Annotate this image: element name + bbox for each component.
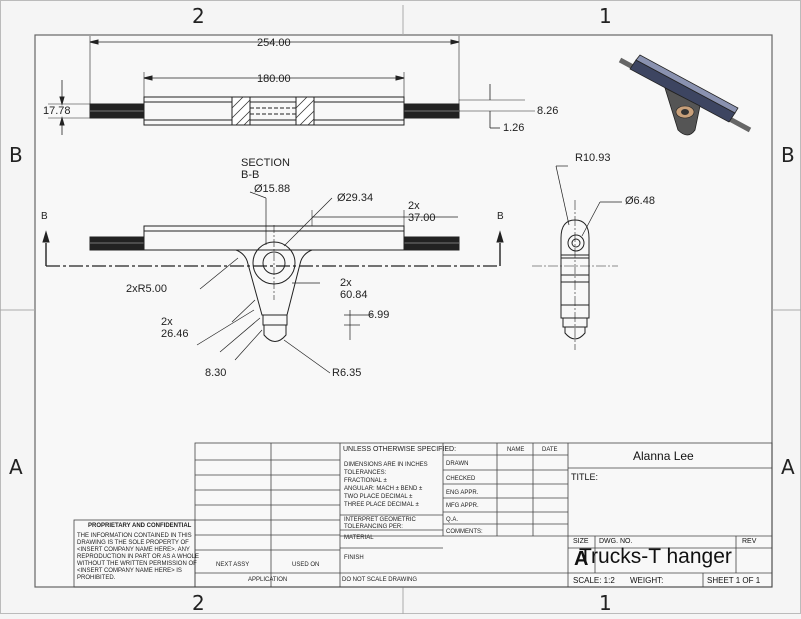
- tb-proprietary-6: PROHIBITED.: [77, 575, 116, 581]
- tb-proprietary-3: REPRODUCTION IN PART OR AS A WHOLE: [77, 554, 200, 560]
- zone-bottom-1: 1: [599, 591, 612, 615]
- dim-8-30[interactable]: 8.30: [205, 367, 227, 379]
- zone-bottom-2: 2: [192, 591, 205, 615]
- tb-weight: WEIGHT:: [630, 576, 664, 585]
- section-marker-right: B: [497, 211, 504, 222]
- tb-proprietary-1: DRAWING IS THE SOLE PROPERTY OF: [77, 540, 189, 546]
- dim-dia-6-48[interactable]: Ø6.48: [625, 195, 655, 207]
- tb-next-assy: NEXT ASSY: [216, 562, 250, 568]
- tb-author[interactable]: Alanna Lee: [633, 449, 694, 463]
- tb-finish: FINISH: [344, 555, 364, 561]
- dim-8-26[interactable]: 8.26: [537, 105, 559, 117]
- section-view: [42, 191, 504, 374]
- tb-row-drawn: DRAWN: [446, 461, 469, 467]
- side-profile: [560, 219, 590, 319]
- tb-rev-label: REV: [742, 538, 757, 545]
- dim-180[interactable]: 180.00: [257, 73, 291, 85]
- tb-size-label: SIZE: [573, 538, 589, 545]
- top-body: [143, 96, 405, 126]
- hanger-tip: [263, 325, 287, 342]
- tb-sheet: SHEET 1 OF 1: [707, 576, 761, 585]
- isometric-view: [618, 54, 752, 136]
- tb-title-label: TITLE:: [571, 472, 599, 482]
- zone-left-b: B: [9, 143, 23, 167]
- tb-application: APPLICATION: [248, 577, 288, 583]
- dim-37[interactable]: 2x 37.00: [408, 200, 436, 224]
- zone-ticks: [0, 5, 801, 614]
- zone-top-1: 1: [599, 4, 612, 28]
- tb-scale: SCALE: 1:2: [573, 576, 615, 585]
- tb-dims-4: TWO PLACE DECIMAL ±: [344, 494, 413, 500]
- zone-right-a: A: [781, 455, 795, 479]
- tb-dims-5: THREE PLACE DECIMAL ±: [344, 502, 419, 508]
- tb-proprietary-0: THE INFORMATION CONTAINED IN THIS: [77, 533, 192, 539]
- dim-dia-15-88[interactable]: Ø15.88: [254, 183, 291, 195]
- zone-top-2: 2: [192, 4, 205, 28]
- title-block: [73, 442, 773, 588]
- inner-border: [34, 34, 773, 588]
- zone-right-b: B: [781, 143, 795, 167]
- section-marker-left: B: [41, 211, 48, 222]
- section-label: SECTION B-B: [241, 157, 290, 181]
- dim-26-46[interactable]: 2x 26.46: [161, 316, 189, 340]
- tb-row-checked: CHECKED: [446, 476, 476, 482]
- tb-row-qa: Q.A.: [446, 517, 459, 523]
- tb-size-value: A: [574, 548, 589, 570]
- tb-drawing-name[interactable]: Trucks-T hanger: [579, 545, 732, 568]
- tb-proprietary-5: <INSERT COMPANY NAME HERE> IS: [77, 568, 182, 574]
- tb-interpret-0: INTERPRET GEOMETRIC: [344, 517, 416, 523]
- tb-dwg-label: DWG. NO.: [599, 538, 633, 545]
- side-hole-inner: [571, 238, 581, 248]
- dim-254[interactable]: 254.00: [257, 37, 291, 49]
- tb-proprietary-title: PROPRIETARY AND CONFIDENTIAL: [88, 523, 192, 529]
- tb-dims-2: FRACTIONAL ±: [344, 478, 387, 484]
- dim-r6-35[interactable]: R6.35: [332, 367, 362, 379]
- dim-r5[interactable]: 2xR5.00: [126, 283, 167, 295]
- tb-material: MATERIAL: [344, 535, 374, 541]
- dim-6-99[interactable]: 6.99: [368, 309, 390, 321]
- dim-r10-93[interactable]: R10.93: [575, 152, 611, 164]
- tb-dims-3: ANGULAR: MACH ± BEND ±: [344, 486, 423, 492]
- tb-proprietary-4: WITHOUT THE WRITTEN PERMISSION OF: [77, 561, 197, 567]
- side-view: [532, 165, 622, 350]
- tb-name-header: NAME: [507, 447, 525, 453]
- hanger-tab: [262, 314, 288, 326]
- dim-60-84[interactable]: 2x 60.84: [340, 277, 368, 301]
- zone-left-a: A: [9, 455, 23, 479]
- dim-17-78[interactable]: 17.78: [43, 105, 71, 117]
- tb-row-comments: COMMENTS:: [446, 529, 483, 535]
- tb-row-mfg: MFG APPR.: [446, 503, 479, 509]
- tb-date-header: DATE: [542, 447, 558, 453]
- tb-used-on: USED ON: [292, 562, 320, 568]
- tb-proprietary-2: <INSERT COMPANY NAME HERE>. ANY: [77, 547, 190, 553]
- tb-row-eng: ENG APPR.: [446, 490, 479, 496]
- dim-1-26[interactable]: 1.26: [503, 122, 525, 134]
- dim-dia-29-34[interactable]: Ø29.34: [337, 192, 374, 204]
- top-view: [48, 36, 535, 135]
- tb-dims-1: TOLERANCES:: [344, 470, 387, 476]
- tb-interpret-1: TOLERANCING PER:: [344, 524, 403, 530]
- side-hole-outer: [567, 234, 585, 252]
- tb-do-not-scale: DO NOT SCALE DRAWING: [342, 577, 418, 583]
- tb-dims-0: DIMENSIONS ARE IN INCHES: [344, 462, 428, 468]
- tb-unless: UNLESS OTHERWISE SPECIFIED:: [343, 446, 457, 453]
